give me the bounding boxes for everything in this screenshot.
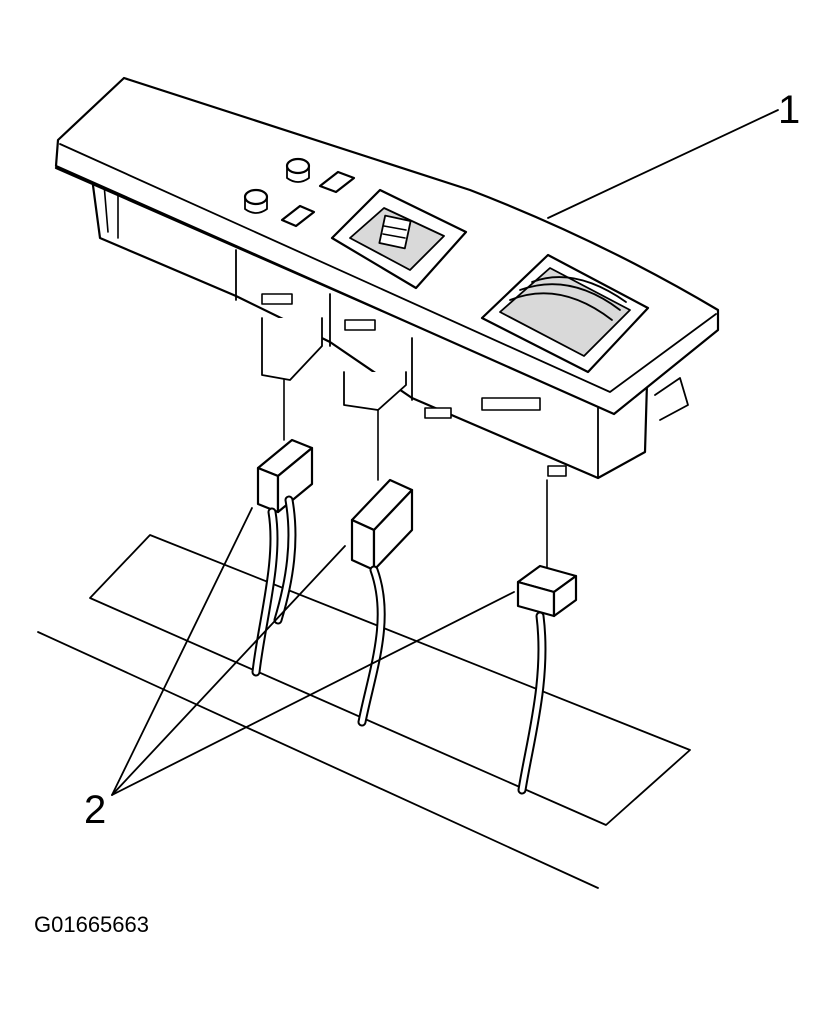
connector-right	[516, 564, 578, 795]
electrical-connectors	[251, 438, 578, 795]
figure-id: G01665663	[34, 912, 149, 937]
leader-line-1	[547, 109, 779, 219]
round-button-upper	[285, 157, 311, 175]
switch-assembly	[54, 76, 720, 480]
mirror-control-switch	[330, 188, 468, 290]
leader-line-2a	[111, 507, 253, 796]
square-button-upper	[318, 170, 356, 194]
leader-line-2b	[111, 545, 346, 796]
connector-middle	[350, 478, 414, 727]
leader-lines	[111, 109, 779, 796]
round-button-lower	[243, 188, 269, 206]
console-panel	[37, 534, 691, 889]
callout-2: 2	[84, 788, 107, 832]
connector-left	[251, 438, 314, 677]
callout-1: 1	[778, 88, 801, 132]
window-rocker-switch	[480, 253, 650, 374]
leader-line-2c	[111, 591, 515, 796]
alignment-lines	[283, 379, 548, 571]
square-button-lower	[280, 204, 316, 228]
